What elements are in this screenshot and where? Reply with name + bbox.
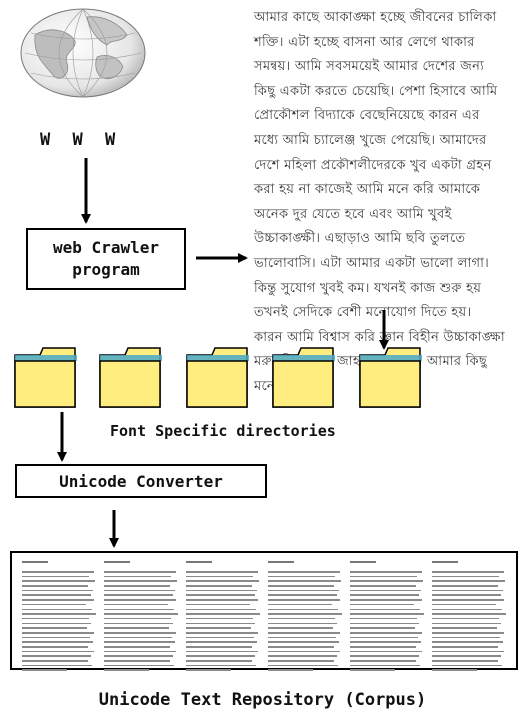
folder-icon: [99, 347, 162, 408]
www-label: W W W: [40, 130, 122, 150]
globe-icon: [20, 8, 146, 98]
document-page-icon: [21, 561, 97, 672]
document-page-icon: [349, 561, 425, 672]
directories-label: Font Specific directories: [110, 422, 336, 440]
corpus-repository: [10, 551, 518, 672]
folder-icon: [186, 347, 249, 408]
folder-icon: [272, 347, 335, 408]
document-page-icon: [267, 561, 343, 672]
folder-icon: [359, 347, 422, 408]
unicode-converter-box: Unicode Converter: [15, 464, 267, 498]
document-page-icon: [185, 561, 261, 672]
web-crawler-label: web Crawler program: [53, 238, 159, 279]
repository-label: Unicode Text Repository (Corpus): [98, 690, 427, 710]
unicode-converter-label: Unicode Converter: [59, 471, 223, 491]
web-crawler-box: web Crawler program: [26, 228, 186, 290]
document-page-icon: [431, 561, 507, 672]
document-page-icon: [103, 561, 179, 672]
folder-icon: [14, 347, 77, 408]
